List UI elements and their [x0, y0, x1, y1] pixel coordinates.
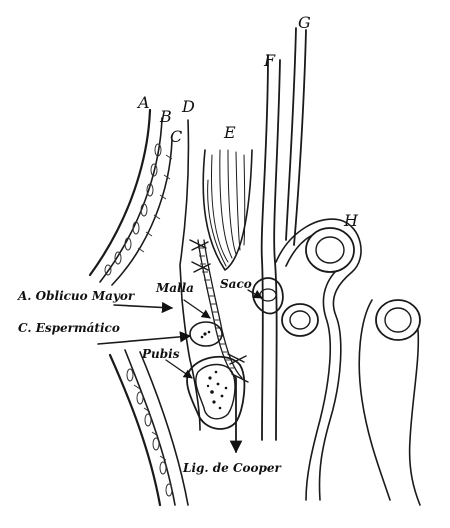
arrow-espermatico	[97, 331, 192, 345]
label-espermatico: C. Espermático	[18, 321, 120, 335]
letter-g: G	[298, 13, 311, 32]
letter-b: B	[159, 107, 172, 126]
label-malla: Malla	[155, 281, 194, 295]
abdominal-wall-upper	[88, 108, 190, 301]
letter-c: C	[170, 127, 182, 146]
muscle-fibers	[202, 149, 253, 271]
letter-d: D	[181, 97, 195, 116]
abdominal-wall-lower	[108, 349, 189, 507]
vascular-structures	[275, 218, 421, 506]
arrow-pubis	[165, 359, 193, 379]
arrow-malla	[183, 299, 211, 319]
label-saco: Saco	[220, 277, 252, 291]
label-pubis: Pubis	[141, 347, 180, 361]
label-oblicuo-mayor: A. Oblicuo Mayor	[17, 289, 136, 303]
arrow-oblicuo	[113, 301, 174, 314]
letter-f: F	[263, 51, 276, 70]
fascia-layers	[260, 27, 307, 441]
letter-e: E	[223, 123, 236, 142]
structure-labels: A. Oblicuo Mayor Malla Saco C. Espermáti…	[17, 277, 283, 475]
arrow-saco	[247, 289, 263, 299]
layer-letters: A B D C E F G H	[136, 13, 359, 230]
label-cooper: Lig. de Cooper	[182, 461, 283, 475]
inguinal-canal	[181, 299, 201, 431]
annotation-arrows	[97, 289, 263, 454]
letter-a: A	[136, 93, 150, 112]
letter-h: H	[343, 211, 359, 230]
